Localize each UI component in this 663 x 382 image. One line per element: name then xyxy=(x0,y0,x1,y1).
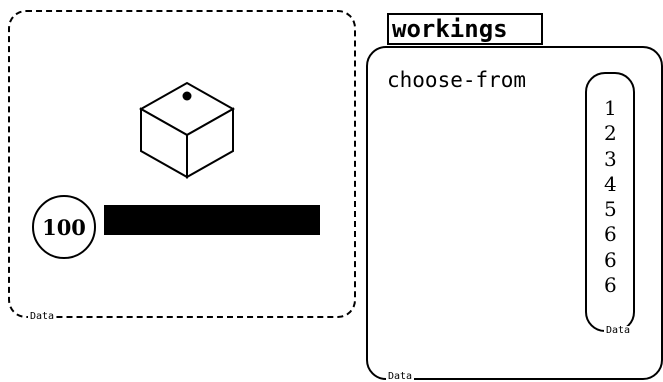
meter-value-circle: 100 xyxy=(32,195,96,259)
meter-bar-fill xyxy=(104,205,320,235)
right-data-label: Data xyxy=(386,372,414,382)
meter-value: 100 xyxy=(42,215,86,240)
number-list-item[interactable]: 3 xyxy=(604,147,617,172)
number-list-item[interactable]: 4 xyxy=(604,172,617,197)
die-cube-icon[interactable] xyxy=(137,69,237,181)
number-list-item[interactable]: 5 xyxy=(604,197,617,222)
number-list-item[interactable]: 6 xyxy=(604,248,617,273)
choose-from-label: choose-from xyxy=(387,68,526,92)
left-data-box: 100 Data xyxy=(8,10,356,318)
number-list-item[interactable]: 6 xyxy=(604,222,617,247)
number-list-item[interactable]: 2 xyxy=(604,121,617,146)
number-list-item[interactable]: 1 xyxy=(604,96,617,121)
meter-bar xyxy=(104,205,320,235)
list-data-label: Data xyxy=(604,326,632,336)
left-data-label: Data xyxy=(28,312,56,322)
number-list-item[interactable]: 6 xyxy=(604,273,617,298)
workings-title: workings xyxy=(387,13,543,45)
